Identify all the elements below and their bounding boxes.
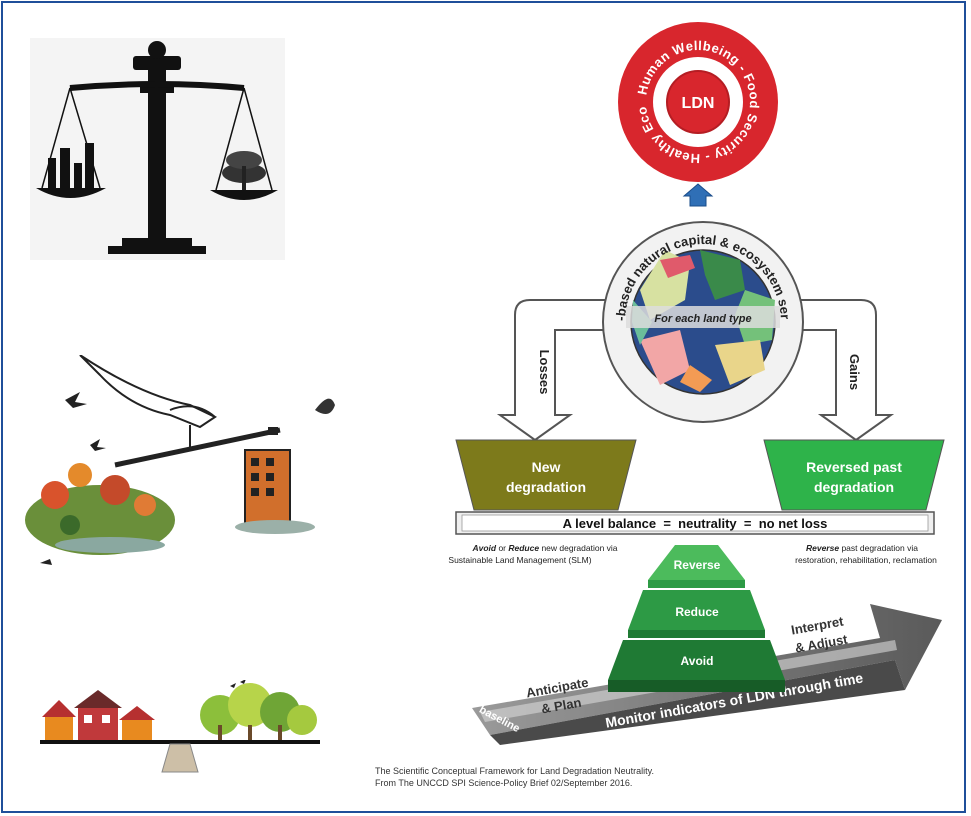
svg-text:Human Wellbeing - Food Securit: Human Wellbeing - Food Security - Health… — [0, 0, 762, 166]
ldn-ring-text: Human Wellbeing - Food Security - Health… — [0, 0, 762, 166]
gains-arrow — [755, 299, 895, 442]
hand-balance-illustration — [25, 355, 335, 565]
pyramid — [608, 545, 785, 692]
scale-illustration — [30, 38, 285, 260]
pyramid-reduce: Reduce — [675, 605, 719, 619]
ldn-center-label: LDN — [682, 95, 715, 112]
up-arrow-icon — [682, 183, 714, 207]
right-note-line1: Reverse past degradation via — [806, 543, 918, 553]
left-note-line2: Sustainable Land Management (SLM) — [448, 555, 591, 565]
pyramid-avoid: Avoid — [681, 654, 714, 668]
reversed-degradation-box — [763, 439, 945, 511]
reversed-degradation-line2: degradation — [814, 479, 894, 495]
new-degradation-box — [455, 439, 637, 511]
losses-arrow — [496, 299, 641, 442]
reversed-degradation-line1: Reversed past — [806, 459, 902, 475]
new-degradation-line1: New — [532, 459, 561, 475]
right-note-line2: restoration, rehabilitation, reclamation — [795, 555, 937, 565]
balance-text: A level balance = neutrality = no net lo… — [563, 516, 828, 531]
caption-line-1: The Scientific Conceptual Framework for … — [375, 766, 654, 776]
figure-caption: The Scientific Conceptual Framework for … — [375, 765, 654, 789]
losses-label: Losses — [537, 350, 552, 395]
caption-line-2: From The UNCCD SPI Science-Policy Brief … — [375, 778, 633, 788]
ldn-target: LDN Human Wellbeing - Food Security - He… — [0, 0, 778, 182]
new-degradation-line2: degradation — [506, 479, 586, 495]
gains-label: Gains — [847, 354, 862, 390]
anticipate-label-2: & Plan — [540, 695, 583, 717]
left-note-line1: Avoid or Reduce new degradation via — [471, 543, 617, 553]
seesaw-illustration — [40, 680, 320, 773]
land-type-label: For each land type — [654, 313, 751, 325]
pyramid-reverse: Reverse — [674, 558, 721, 572]
